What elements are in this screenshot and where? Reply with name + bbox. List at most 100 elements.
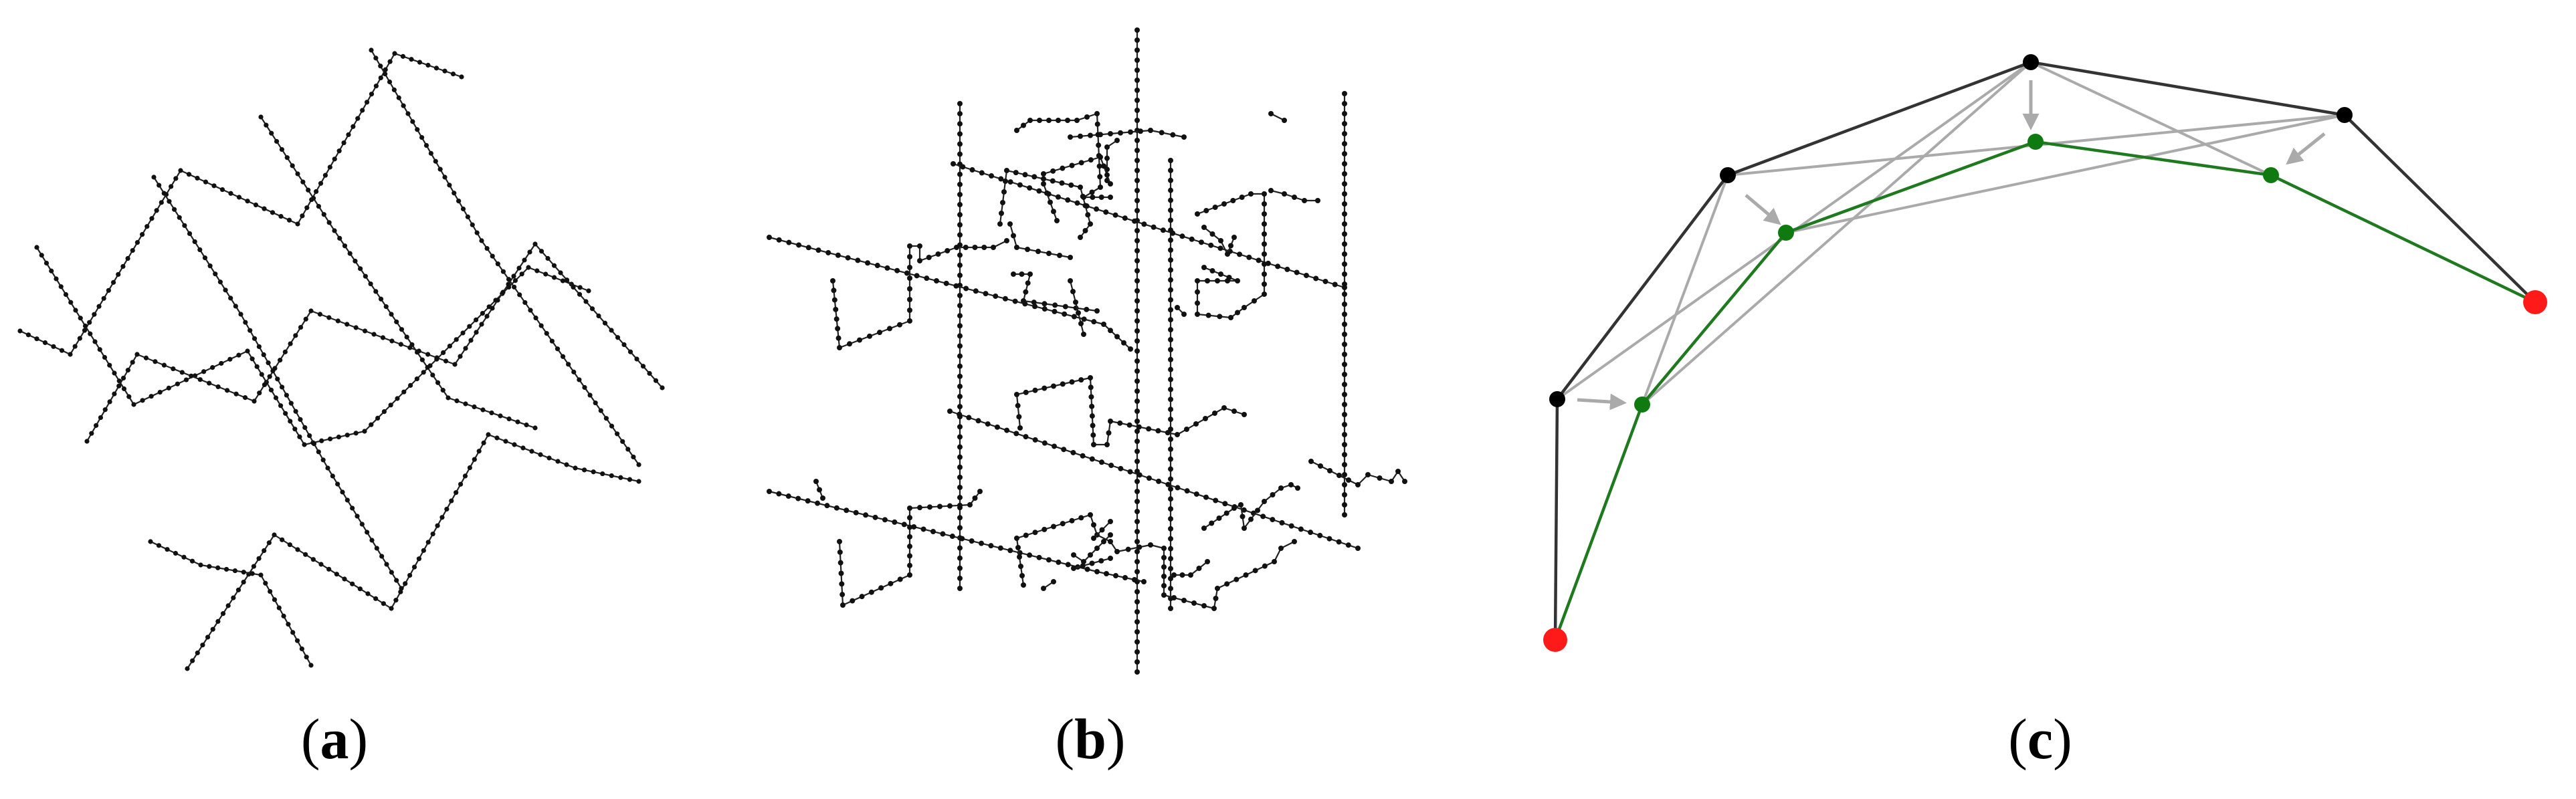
chain-bead [1168,287,1173,293]
chain-bead [1308,530,1314,536]
chain-bead [1342,161,1347,166]
chain-bead [1332,281,1338,288]
chain-bead [394,319,399,324]
chain-bead [1270,517,1276,523]
chain-bead [1168,546,1173,552]
chain-line [35,246,590,446]
chain-bead [545,255,551,261]
chain-bead [947,503,953,509]
chain-bead [303,316,308,322]
chain-bead [830,278,835,283]
chain-bead [1342,322,1347,327]
chain-bead [1134,368,1140,374]
chain-bead [1041,586,1046,591]
chain-bead [295,547,300,552]
chain-bead [215,384,221,390]
chain-bead [1342,502,1347,507]
chain-bead [1168,376,1173,382]
chain-bead [1168,177,1173,183]
chain-bead [1161,583,1167,588]
displacement-arrow [1745,194,1781,225]
chain-bead [907,534,912,540]
chain-bead [459,74,464,80]
chain-bead [1134,649,1140,655]
chain-bead [957,404,963,410]
chain-bead [1141,579,1147,584]
chain-bead [1342,271,1347,277]
chain-bead [593,400,598,406]
chain-bead [353,325,359,330]
orthogonal-chain [1134,27,1140,675]
chain-bead [1288,482,1294,487]
chain-bead [1237,251,1243,257]
chain-bead [1019,573,1025,578]
chain-bead [326,315,332,320]
orthogonal-chain [767,489,1147,584]
chain-bead [360,108,365,113]
chain-bead [1000,200,1005,205]
chain-bead [393,598,399,603]
chain-bead [1205,278,1210,283]
chain-bead [258,572,264,578]
chain-bead [175,381,180,386]
orthogonal-chain [1014,375,1247,447]
chain-bead [254,364,260,369]
chain-bead [365,530,370,535]
chain-bead [591,469,596,475]
chain-bead [284,155,290,160]
chain-bead [1118,130,1123,136]
chain-bead [159,200,164,205]
chain-bead [1098,185,1103,190]
chain-bead [1088,157,1094,163]
chain-bead [500,290,506,295]
chain-bead [1017,425,1023,431]
chain-bead [1016,414,1022,420]
chain-bead [292,427,298,432]
chain-bead [1134,248,1140,253]
chain-bead [369,47,374,53]
chain-bead [1090,423,1096,429]
chain-bead [560,278,566,283]
chain-bead [977,489,983,494]
chain-bead [930,529,936,534]
chain-bead [1060,381,1066,387]
chain-bead [1037,118,1042,123]
chain-bead [465,214,470,219]
diagonal-chain [17,51,464,357]
chain-bead [384,562,389,567]
chain-bead [897,322,902,328]
orthogonal-chain [947,409,1361,551]
chain-bead [1138,128,1143,134]
chain-bead [495,298,500,303]
chain-bead [1088,552,1093,558]
chain-bead [1095,132,1101,138]
chain-bead [460,206,466,212]
chain-bead [1282,118,1287,123]
chain-bead [926,255,932,260]
original-node [1720,167,1736,183]
chain-bead [511,273,516,279]
chain-bead [1156,478,1162,484]
chain-bead [560,354,566,359]
diagonal-chain [148,539,314,668]
chain-bead [173,176,179,181]
orthogonal-chain [1041,579,1056,591]
chain-bead [963,286,969,292]
chain-bead [375,415,381,421]
chain-bead [1342,442,1347,447]
relaxed-node [1778,225,1794,241]
chain-bead [195,650,200,656]
chain-bead [490,253,495,259]
chain-bead [295,221,300,227]
chain-bead [1046,557,1052,563]
chain-bead [242,395,248,401]
chain-bead [1082,228,1088,233]
chain-bead [1134,268,1140,273]
chain-bead [1262,292,1267,297]
chain-bead [1090,432,1096,438]
chain-bead [1342,462,1347,467]
chain-bead [1021,298,1026,304]
chain-bead [951,161,956,166]
chain-bead [1136,472,1143,478]
chain-bead [577,292,583,297]
